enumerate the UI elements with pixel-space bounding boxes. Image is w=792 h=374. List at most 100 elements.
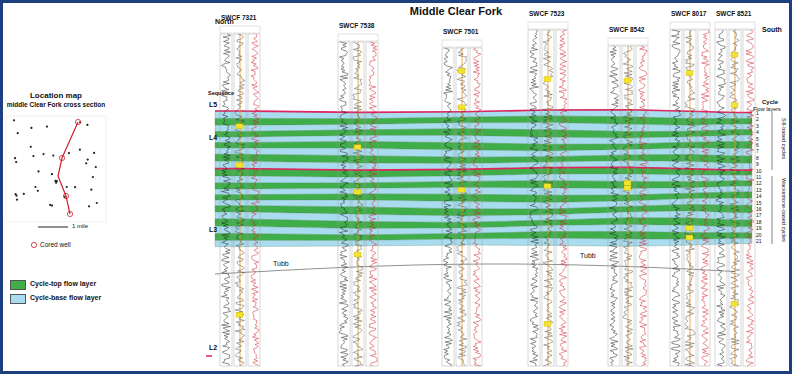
cycle-type-label: Wackestone-based cycles <box>781 178 787 242</box>
core-interval <box>354 145 361 150</box>
gamma-ray-trace <box>530 30 539 366</box>
bracket <box>772 112 773 170</box>
bracket <box>772 176 773 244</box>
log-track <box>220 34 232 366</box>
porosity-trace <box>639 46 647 366</box>
log-track <box>456 48 468 366</box>
section-line <box>58 122 78 214</box>
flow-layer-number: 3 <box>756 124 759 129</box>
log-header <box>670 22 710 29</box>
gamma-ray-trace <box>717 30 726 366</box>
cored-well-marker <box>75 119 80 124</box>
log-track <box>234 34 246 366</box>
well-dot <box>93 152 95 154</box>
flow-layer-number: 13 <box>756 188 762 193</box>
flow-layer-number: 15 <box>756 201 762 206</box>
log-track <box>470 48 482 366</box>
well-dot <box>79 149 81 151</box>
core-interval <box>731 103 738 108</box>
core-interval <box>236 124 243 129</box>
legend-swatch <box>10 280 26 290</box>
well-name: SWCF 8521 <box>716 10 751 17</box>
direction-label: South <box>762 26 782 34</box>
log-header <box>442 40 482 47</box>
porosity-trace <box>701 30 709 366</box>
cycle-type-label: Sill-based cycles <box>781 118 787 159</box>
flow-layer-number: 17 <box>756 213 762 218</box>
core-interval <box>458 69 465 74</box>
map-subheading: middle Clear Fork cross section <box>6 101 106 108</box>
porosity-trace <box>473 48 481 366</box>
red-tick <box>206 355 212 357</box>
core-interval <box>731 301 738 306</box>
log-track <box>528 30 540 366</box>
legend-text: Cycle-top flow layer <box>30 280 96 288</box>
well-name: SWCF 8017 <box>671 10 706 17</box>
flow-layer-number: 5 <box>756 137 759 142</box>
log-track <box>715 30 727 366</box>
core-interval <box>624 185 631 190</box>
log-header <box>220 26 260 33</box>
sequence-heading: Sequence <box>208 90 234 96</box>
log-header <box>608 38 648 45</box>
well-dot <box>15 161 17 163</box>
log-trace <box>457 48 467 366</box>
well-dot <box>66 186 68 188</box>
legend-swatch <box>10 294 26 304</box>
map-key-label: Cored well <box>40 241 71 248</box>
core-interval <box>544 77 551 82</box>
well-dot <box>30 146 32 148</box>
sequence-label: L4 <box>209 134 217 142</box>
flow-layer-number: 4 <box>756 130 759 135</box>
log-track <box>729 30 741 366</box>
log-trace <box>353 42 363 366</box>
well-dot <box>17 132 19 134</box>
flow-layer-number: 12 <box>756 181 762 186</box>
flow-layer-number: 2 <box>756 117 759 122</box>
well-dot <box>74 186 76 188</box>
core-interval <box>686 71 693 76</box>
log-track <box>442 48 454 366</box>
flow-layer-number: 10 <box>756 169 762 174</box>
core-interval <box>458 187 465 192</box>
well-dot <box>30 127 32 129</box>
scale-bar <box>38 227 68 228</box>
flow-layer-number: 7 <box>756 149 759 154</box>
flow-layer-band <box>215 238 752 246</box>
log-header <box>528 22 568 29</box>
cored-well-marker <box>31 242 36 247</box>
core-interval <box>236 163 243 168</box>
log-track <box>670 30 682 366</box>
core-interval <box>236 312 243 317</box>
location-map: Location mapmiddle Clear Fork cross sect… <box>6 92 106 108</box>
flow-layer-number: 16 <box>756 207 762 212</box>
cycle-heading: Cycle <box>762 99 778 106</box>
cored-well-marker <box>63 193 68 198</box>
well-dot <box>23 193 25 195</box>
gamma-ray-trace <box>222 34 231 366</box>
well-dot <box>88 205 90 207</box>
well-dot <box>85 162 87 164</box>
well-dot <box>90 189 92 191</box>
cored-well-marker <box>67 211 72 216</box>
core-interval <box>624 180 631 185</box>
flow-layer-number: 11 <box>756 175 761 180</box>
core-interval <box>731 52 738 57</box>
well-dot <box>96 202 98 204</box>
well-dot <box>92 176 94 178</box>
well-dot <box>46 126 48 128</box>
sequence-boundary <box>215 110 752 113</box>
log-trace <box>685 30 695 366</box>
flow-layer-number: 6 <box>756 143 759 148</box>
log-header <box>338 34 378 41</box>
log-trace <box>235 34 245 366</box>
well-dot <box>34 186 36 188</box>
scale-label: 1 mile <box>72 223 88 230</box>
sequence-label: L5 <box>209 101 217 109</box>
log-track <box>366 42 378 366</box>
log-track <box>556 30 568 366</box>
well-dot <box>42 153 44 155</box>
log-baseline <box>462 48 463 366</box>
core-interval <box>624 78 631 83</box>
